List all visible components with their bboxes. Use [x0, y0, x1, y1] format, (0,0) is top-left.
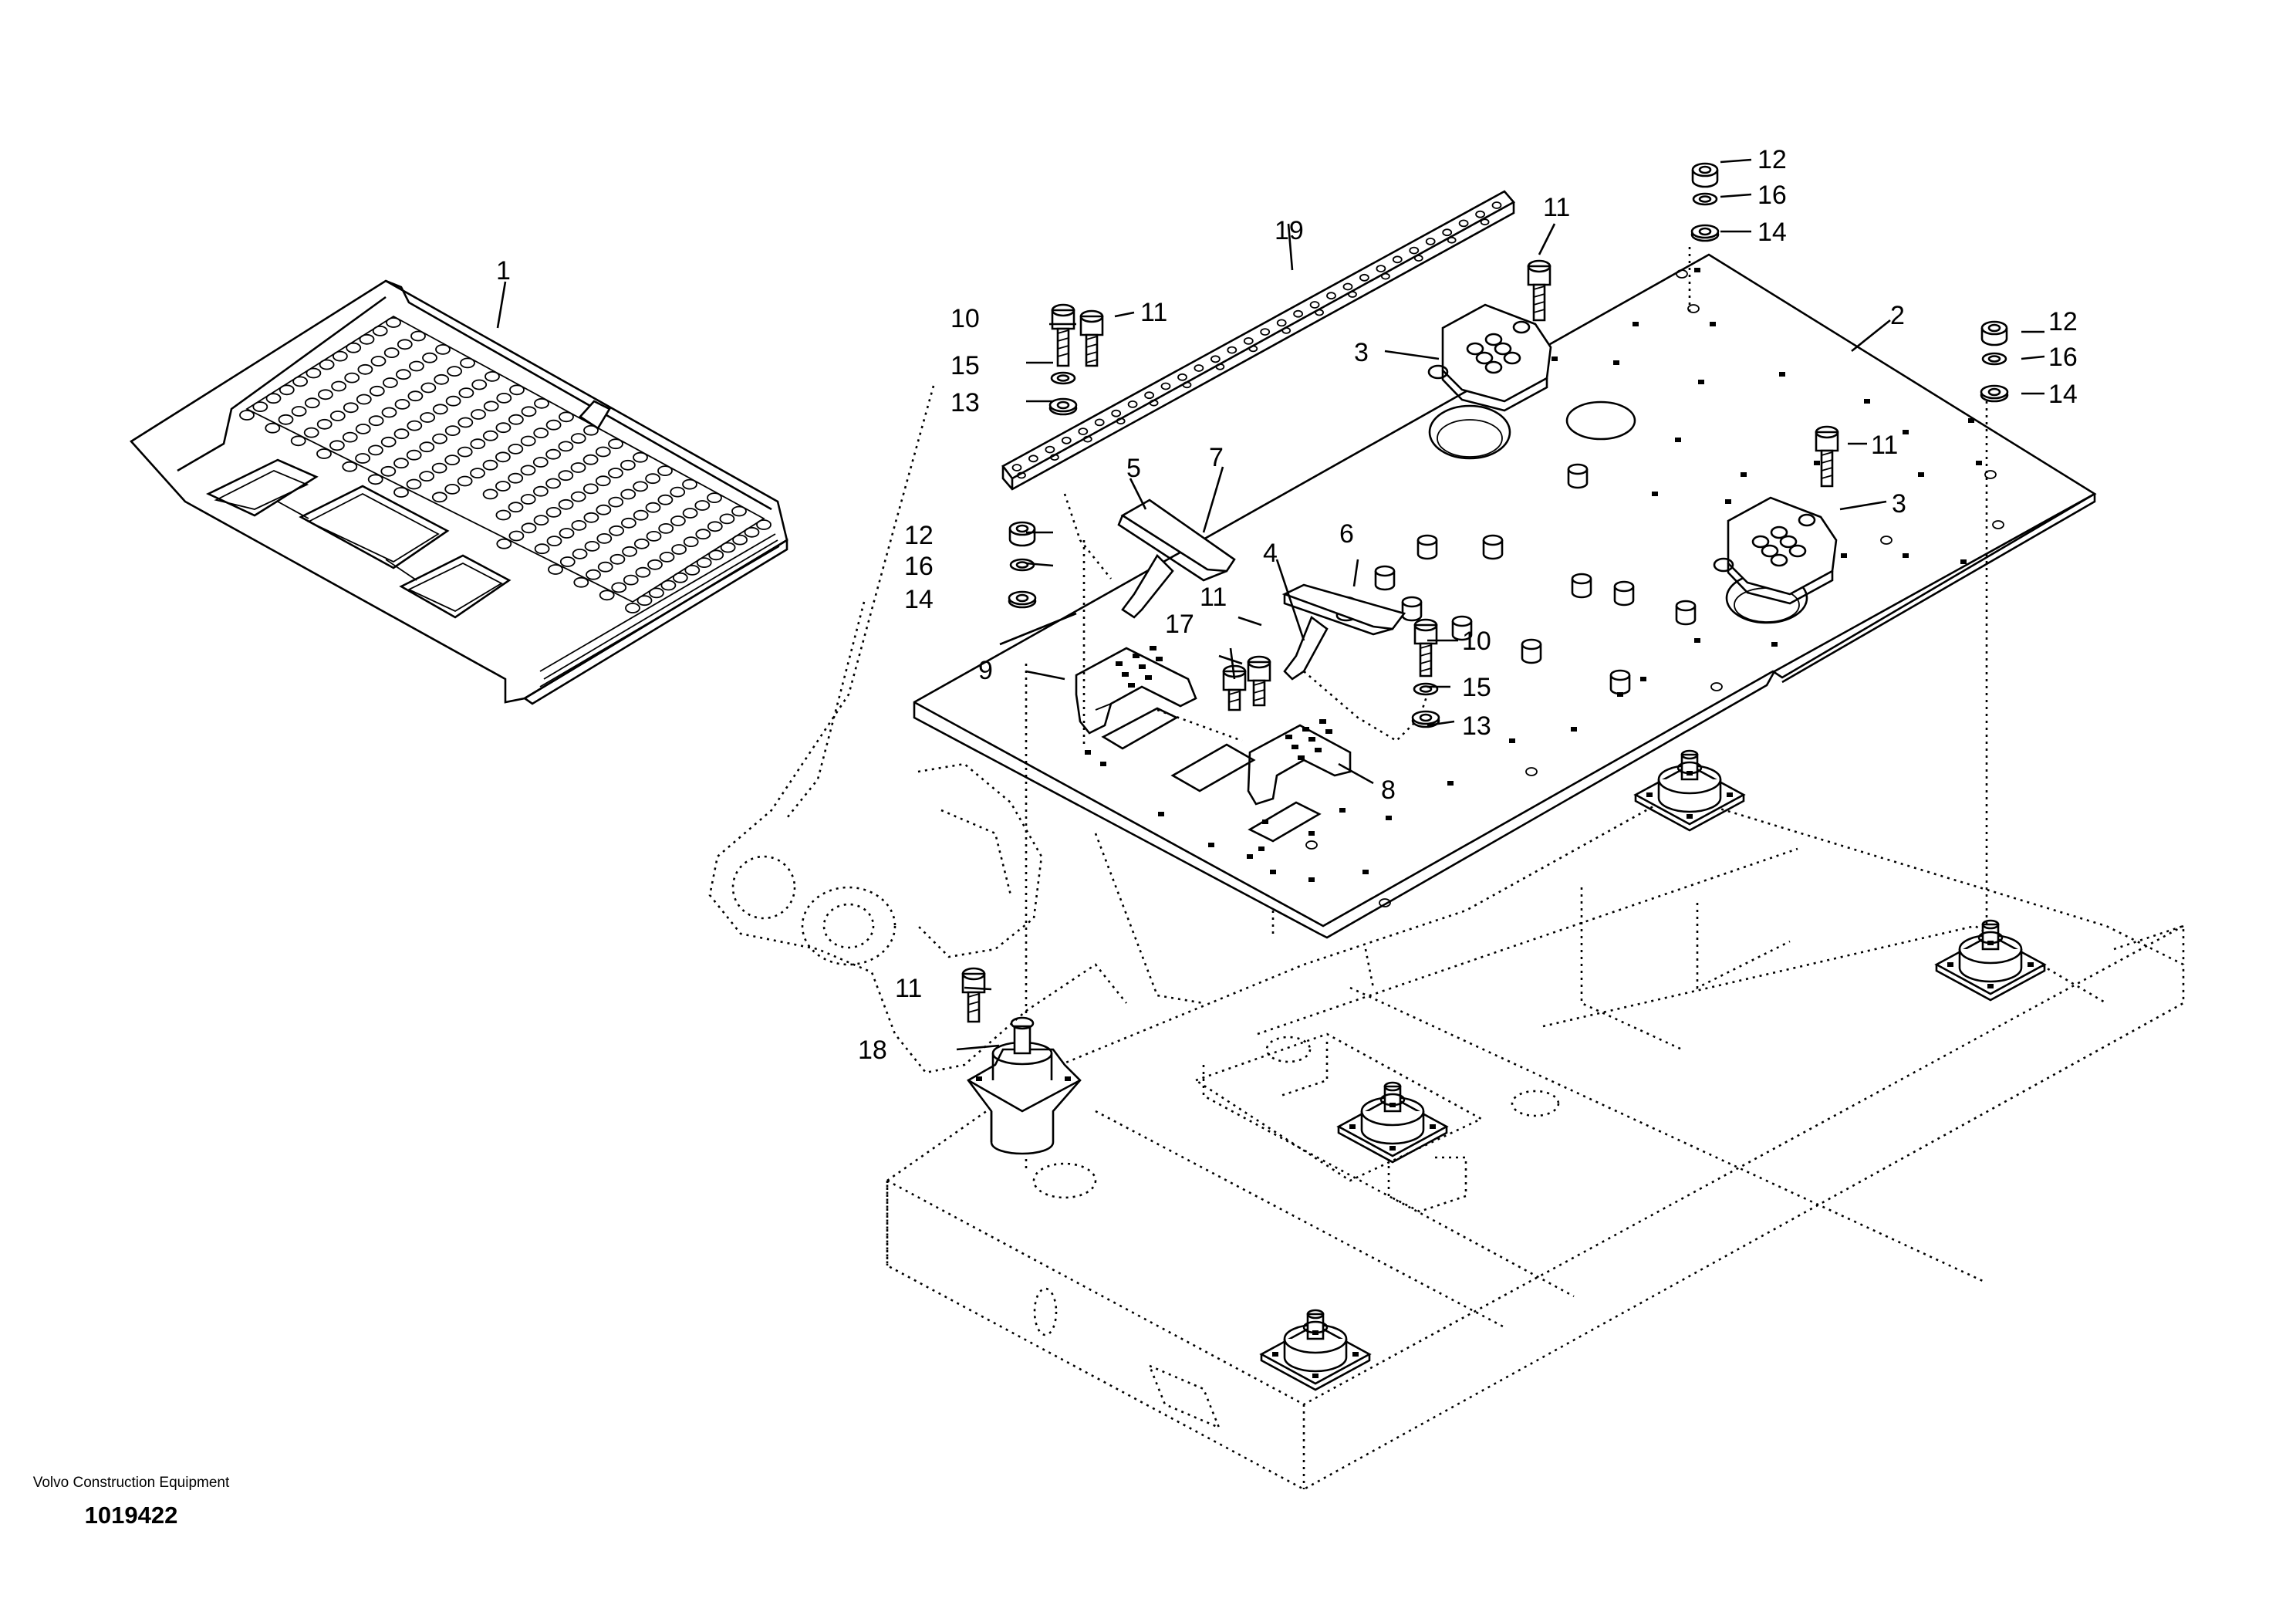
- callout-3-upper: 3: [1354, 338, 1369, 367]
- callout-15-left: 15: [950, 351, 980, 380]
- pedal-assembly: [1025, 247, 1988, 1173]
- drawing-number: 1019422: [84, 1502, 178, 1529]
- hole-strip: [1001, 190, 1516, 491]
- callout-13-right: 13: [1462, 711, 1491, 741]
- callout-16-top: 16: [1757, 181, 1787, 210]
- mount-plate-lower: [1713, 496, 1838, 605]
- callout-14-top: 14: [1757, 218, 1787, 247]
- leader-lines: [496, 158, 2045, 1051]
- callout-16-left: 16: [904, 552, 934, 581]
- callout-19: 19: [1275, 216, 1304, 245]
- rubber-mounts: [1259, 749, 2047, 1391]
- callout-11-bottom: 11: [895, 974, 922, 1003]
- callout-11-mid: 11: [1200, 583, 1227, 612]
- callout-10-left: 10: [950, 304, 980, 333]
- callout-2: 2: [1890, 301, 1905, 330]
- mount-plate-upper: [1427, 303, 1552, 412]
- isolator-mount-18: [967, 1016, 1082, 1155]
- callout-17: 17: [1165, 610, 1194, 639]
- callout-6: 6: [1339, 519, 1354, 549]
- callout-15-right: 15: [1462, 673, 1491, 702]
- callout-12-right: 12: [2048, 307, 2078, 336]
- callout-9: 9: [978, 656, 993, 685]
- callout-12-left: 12: [904, 521, 934, 550]
- callout-3-lower: 3: [1892, 489, 1906, 519]
- callout-13-left: 13: [950, 388, 980, 417]
- callout-4: 4: [1263, 539, 1278, 568]
- drawing-caption: Volvo Construction Equipment 1019422: [31, 1474, 231, 1529]
- callout-14-right: 14: [2048, 380, 2078, 409]
- callout-7: 7: [1209, 443, 1224, 472]
- floor-plate: [913, 253, 2097, 939]
- callout-16-right: 16: [2048, 343, 2078, 372]
- callout-11-right: 11: [1871, 431, 1898, 460]
- callout-5: 5: [1126, 454, 1141, 483]
- callout-8: 8: [1381, 776, 1396, 805]
- callout-14-left: 14: [904, 585, 934, 614]
- callout-11-left: 11: [1140, 298, 1167, 327]
- callouts: 1 2 3 3 4 5 6 7 8 9 10 10 11 11 11 11 11…: [496, 145, 2078, 1065]
- callout-11-top: 11: [1543, 193, 1570, 222]
- callout-12-top: 12: [1757, 145, 1787, 174]
- callout-18: 18: [858, 1036, 887, 1065]
- floor-mat: [130, 279, 788, 705]
- organization-name: Volvo Construction Equipment: [32, 1475, 230, 1491]
- callout-10-right: 10: [1462, 627, 1491, 656]
- callout-1: 1: [496, 256, 511, 286]
